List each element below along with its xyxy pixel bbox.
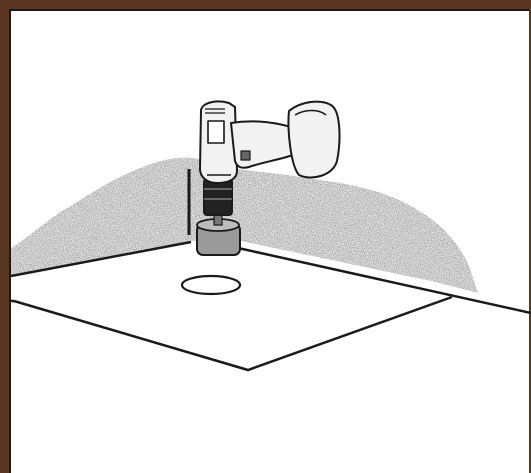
illustration-canvas [9,9,529,473]
drill-chuck [204,179,232,215]
drill-trigger [241,151,250,160]
panel-front-edges [14,297,452,370]
hole-outline [182,276,240,294]
hole-saw-icon [197,214,240,255]
drilling-diagram [11,11,531,473]
insulation-mound [11,158,478,293]
drill-battery [288,102,339,178]
drill-label-plate [208,121,224,143]
subfloor-panel [11,297,452,370]
